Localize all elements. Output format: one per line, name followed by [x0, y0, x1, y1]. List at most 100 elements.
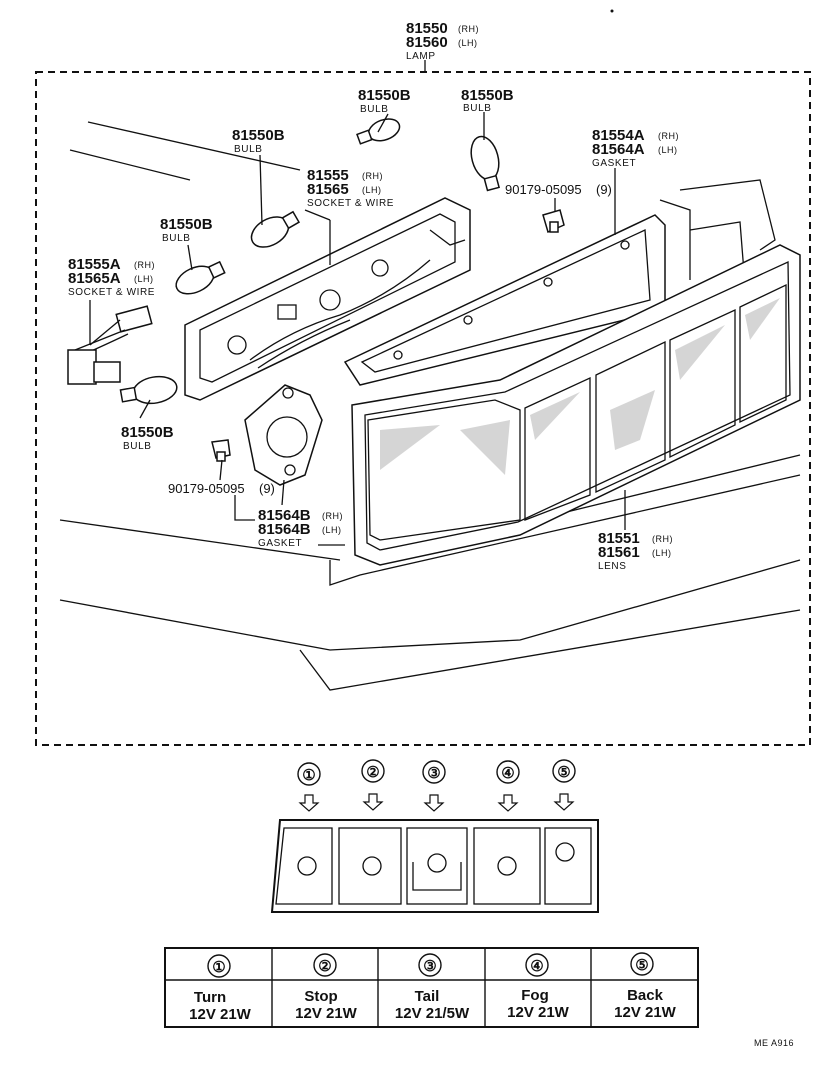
table-number: ③	[423, 958, 436, 975]
bulb-part: 81550B	[358, 87, 411, 104]
lamp-name: LAMP	[406, 51, 436, 62]
gasket-b-shape	[244, 384, 323, 486]
bulb-shapes	[119, 118, 500, 405]
socket-wire-a-shape	[67, 305, 153, 385]
socket-wire-rh-part: 81555	[307, 167, 349, 184]
table-spec: 12V 21W	[295, 1005, 358, 1022]
table-spec: 12V 21/5W	[395, 1005, 470, 1022]
assembly-boundary	[35, 71, 811, 746]
table-column-4: ④ Fog 12V 21W	[507, 953, 570, 1021]
bulb-label-1: 81550B BULB	[358, 87, 411, 115]
figure-code: ME A916	[754, 1038, 794, 1048]
nut-lower-qty: (9)	[259, 481, 275, 496]
arrow-down-icon	[298, 794, 320, 812]
table-function: Turn	[194, 989, 226, 1006]
position-5: ⑤	[552, 759, 576, 811]
arrow-down-icon	[497, 794, 519, 812]
table-function: Fog	[521, 987, 549, 1004]
lamp-rh-tag: (RH)	[458, 24, 479, 34]
position-number: ④	[501, 765, 514, 782]
socket-wire-lh-part: 81565	[307, 181, 349, 198]
socket-wire-label: 81555 (RH) 81565 (LH) SOCKET & WIRE	[307, 167, 394, 209]
lens-label: 81551 (RH) 81561 (LH) LENS	[598, 530, 673, 572]
lens-lh-tag: (LH)	[652, 548, 672, 558]
nut-lower-label: 90179-05095 (9)	[168, 481, 275, 496]
bulb-name: BULB	[360, 104, 389, 115]
lens-lh-part: 81561	[598, 544, 640, 561]
socket-wire-a-lh-tag: (LH)	[134, 274, 154, 284]
position-1: ①	[297, 762, 321, 812]
bulb-part: 81550B	[232, 127, 285, 144]
bulb-name: BULB	[234, 144, 263, 155]
arrow-down-icon	[553, 793, 575, 811]
position-indicators: ① ② ③ ④ ⑤	[297, 759, 576, 812]
car-body-outline	[59, 121, 801, 691]
bulb-spec-table: ① Turn 12V 21W ② Stop 12V 21W ③ Tail 12V…	[164, 947, 699, 1028]
gasket-a-lh-tag: (LH)	[658, 145, 678, 155]
table-function: Back	[627, 987, 664, 1004]
position-number: ③	[427, 765, 440, 782]
socket-wire-rh-tag: (RH)	[362, 171, 383, 181]
gasket-a	[343, 214, 666, 386]
gasket-b-name: GASKET	[258, 538, 302, 549]
position-4: ④	[496, 760, 520, 812]
position-number: ②	[366, 764, 379, 781]
bulb-label-5: 81550B BULB	[121, 424, 174, 452]
nut-upper-qty: (9)	[596, 182, 612, 197]
socket-wire-a-lh-part: 81565A	[68, 270, 121, 287]
table-number: ①	[212, 959, 225, 976]
nut-lower-part: 90179-05095	[168, 481, 245, 496]
nut-upper-shape	[542, 209, 565, 234]
socket-panel	[184, 197, 471, 401]
bulb-part: 81550B	[160, 216, 213, 233]
socket-wire-lh-tag: (LH)	[362, 185, 382, 195]
lens-rh-part: 81551	[598, 530, 640, 547]
bulb-name: BULB	[463, 103, 492, 114]
socket-wire-name: SOCKET & WIRE	[307, 198, 394, 209]
lamp-face-schematic	[270, 819, 599, 913]
gasket-a-rh-part: 81554A	[592, 127, 645, 144]
lamp-label: 81550 (RH) 81560 (LH) LAMP	[406, 20, 479, 62]
lamp-rh-part: 81550	[406, 20, 448, 37]
gasket-a-rh-tag: (RH)	[658, 131, 679, 141]
lens-rh-tag: (RH)	[652, 534, 673, 544]
speck	[610, 9, 614, 13]
bulb-part: 81550B	[121, 424, 174, 441]
table-number: ⑤	[635, 957, 648, 974]
gasket-a-lh-part: 81564A	[592, 141, 645, 158]
table-column-5: ⑤ Back 12V 21W	[614, 952, 677, 1021]
gasket-b-lh-part: 81564B	[258, 521, 311, 538]
arrow-down-icon	[362, 793, 384, 811]
lens-name: LENS	[598, 561, 627, 572]
table-column-1: ① Turn 12V 21W	[189, 954, 252, 1023]
lamp-lh-tag: (LH)	[458, 38, 478, 48]
gasket-b-label: 81564B (RH) 81564B (LH) GASKET	[258, 507, 343, 549]
socket-wire-a-label: 81555A (RH) 81565A (LH) SOCKET & WIRE	[68, 256, 155, 298]
table-function: Tail	[415, 988, 440, 1005]
table-spec: 12V 21W	[507, 1004, 570, 1021]
position-2: ②	[361, 759, 385, 811]
nut-upper-label: 90179-05095 (9)	[505, 182, 612, 197]
socket-wire-a-rh-tag: (RH)	[134, 260, 155, 270]
table-column-2: ② Stop 12V 21W	[295, 953, 358, 1022]
bulb-part: 81550B	[461, 87, 514, 104]
nut-lower-shape	[211, 439, 231, 462]
leader-lines	[89, 60, 626, 546]
bulb-label-2: 81550B BULB	[461, 87, 514, 114]
bulb-name: BULB	[162, 233, 191, 244]
table-spec: 12V 21W	[189, 1006, 252, 1023]
bulb-label-3: 81550B BULB	[232, 127, 285, 155]
bulb-name: BULB	[123, 441, 152, 452]
gasket-b-rh-part: 81564B	[258, 507, 311, 524]
position-number: ⑤	[557, 764, 570, 781]
gasket-a-label: 81554A (RH) 81564A (LH) GASKET	[592, 127, 679, 169]
table-spec: 12V 21W	[614, 1004, 677, 1021]
socket-wire-a-name: SOCKET & WIRE	[68, 287, 155, 298]
nut-upper-part: 90179-05095	[505, 182, 582, 197]
table-number: ④	[530, 958, 543, 975]
table-function: Stop	[304, 988, 337, 1005]
table-column-3: ③ Tail 12V 21/5W	[395, 953, 470, 1022]
lamp-lh-part: 81560	[406, 34, 448, 51]
position-number: ①	[302, 767, 315, 784]
